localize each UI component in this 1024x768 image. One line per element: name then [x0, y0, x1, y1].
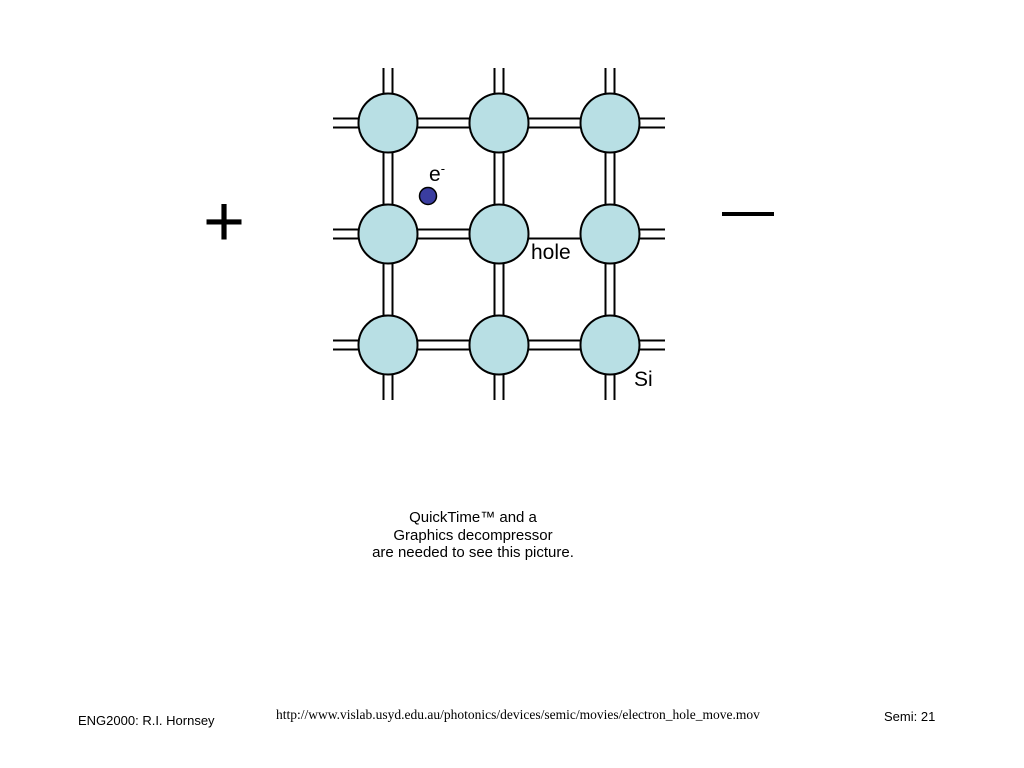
footer-course-author: ENG2000: R.I. Hornsey	[78, 713, 215, 728]
notice-line: Graphics decompressor	[393, 526, 553, 544]
silicon-atom	[579, 203, 641, 265]
negative-terminal-sign	[722, 212, 774, 216]
silicon-atom	[468, 203, 530, 265]
hole-label: hole	[531, 241, 571, 264]
electron-label: e-	[429, 161, 446, 186]
silicon-atom	[357, 203, 419, 265]
footer-movie-url[interactable]: http://www.vislab.usyd.edu.au/photonics/…	[276, 707, 760, 722]
silicon-atom	[357, 314, 419, 376]
free-electron	[418, 186, 438, 206]
silicon-atoms	[357, 92, 641, 376]
silicon-atom	[357, 92, 419, 154]
quicktime-placeholder-notice: QuickTime™ and a Graphics decompressor a…	[330, 509, 616, 562]
positive-terminal-sign: +	[203, 182, 246, 262]
silicon-atom	[468, 92, 530, 154]
notice-line: are needed to see this picture.	[372, 544, 574, 561]
notice-line: QuickTime™ and a	[409, 509, 537, 526]
silicon-atom	[579, 314, 641, 376]
footer-slide-number: Semi: 21	[884, 709, 936, 724]
silicon-atom	[579, 92, 641, 154]
silicon-atom-label: Si	[634, 368, 653, 391]
silicon-atom	[468, 314, 530, 376]
